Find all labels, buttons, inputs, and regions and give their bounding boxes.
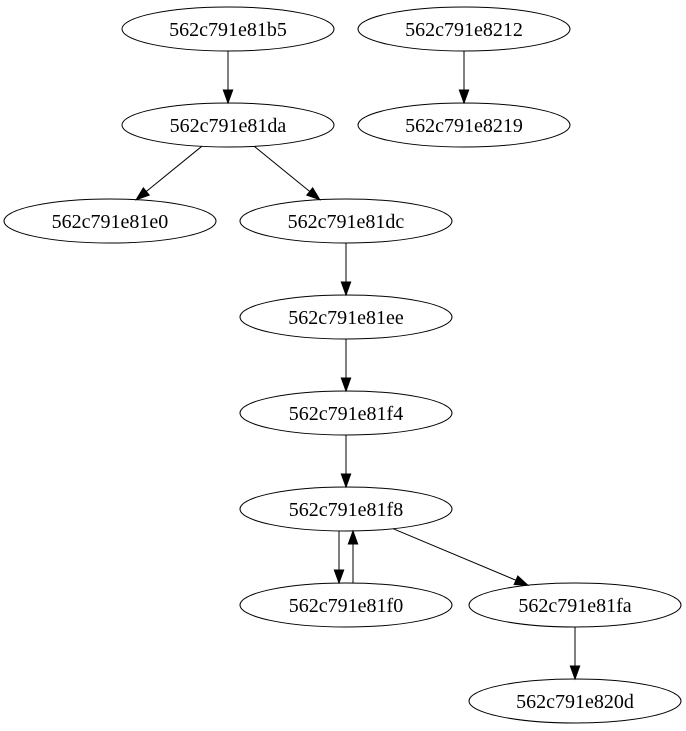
graph-edge-arrowhead xyxy=(569,665,581,681)
graph-edge xyxy=(569,627,581,681)
graph-node: 562c791e81f4 xyxy=(239,390,453,436)
graph-edge xyxy=(458,51,470,105)
graph-node-label: 562c791e8219 xyxy=(405,115,523,137)
graph-edge xyxy=(253,145,321,201)
graph-node: 562c791e81e0 xyxy=(3,198,217,244)
graph-edge-line xyxy=(253,145,311,192)
graph-node-label: 562c791e81f0 xyxy=(289,595,403,617)
graph-edge-line xyxy=(145,145,203,192)
graph-edge xyxy=(340,243,352,297)
graph-node: 562c791e81f0 xyxy=(239,582,453,628)
graph-edge xyxy=(340,435,352,489)
graph-edge xyxy=(222,51,234,105)
graph-node: 562c791e81b5 xyxy=(121,6,335,52)
graph-node: 562c791e81da xyxy=(121,102,335,148)
graph-edge-arrowhead xyxy=(513,575,530,586)
graph-node: 562c791e8219 xyxy=(357,102,571,148)
graph-node: 562c791e81fa xyxy=(468,582,682,628)
graph-edge xyxy=(135,145,203,201)
graph-node-label: 562c791e81e0 xyxy=(52,211,169,233)
graph-node-label: 562c791e81dc xyxy=(288,211,405,233)
graph-edge xyxy=(340,339,352,393)
graph-node: 562c791e81f8 xyxy=(239,486,453,532)
graph-node-label: 562c791e81fa xyxy=(518,595,631,617)
graph-node-ellipse xyxy=(239,582,453,628)
graph-node-label: 562c791e81da xyxy=(170,115,287,137)
graph-node-label: 562c791e81b5 xyxy=(169,19,287,41)
graph-edge-arrowhead xyxy=(135,186,151,201)
graph-edge-arrowhead xyxy=(340,473,352,489)
graph-node: 562c791e820d xyxy=(468,678,682,724)
graph-node: 562c791e81dc xyxy=(239,198,453,244)
graph-node: 562c791e81ee xyxy=(239,294,453,340)
graph-node-ellipse xyxy=(3,198,217,244)
graph-edge xyxy=(333,531,345,585)
graph-edge-line xyxy=(392,528,517,581)
graph-edge-arrowhead xyxy=(458,89,470,105)
graph-edge-arrowhead xyxy=(333,569,345,585)
graph-node-label: 562c791e81f8 xyxy=(289,499,403,521)
graph-node-label: 562c791e8212 xyxy=(405,19,523,41)
graph-edge-arrowhead xyxy=(222,89,234,105)
graph-edge-arrowhead xyxy=(305,186,321,201)
graph-node-label: 562c791e81ee xyxy=(288,307,404,329)
graph-edge-arrowhead xyxy=(340,281,352,297)
graph-edge-arrowhead xyxy=(340,377,352,393)
graph-edge xyxy=(392,528,530,586)
graph-edge-arrowhead xyxy=(347,529,359,545)
graph-node: 562c791e8212 xyxy=(357,6,571,52)
graph-node-label: 562c791e820d xyxy=(516,691,634,713)
graph-node-label: 562c791e81f4 xyxy=(289,403,403,425)
graph-edge xyxy=(347,529,359,583)
